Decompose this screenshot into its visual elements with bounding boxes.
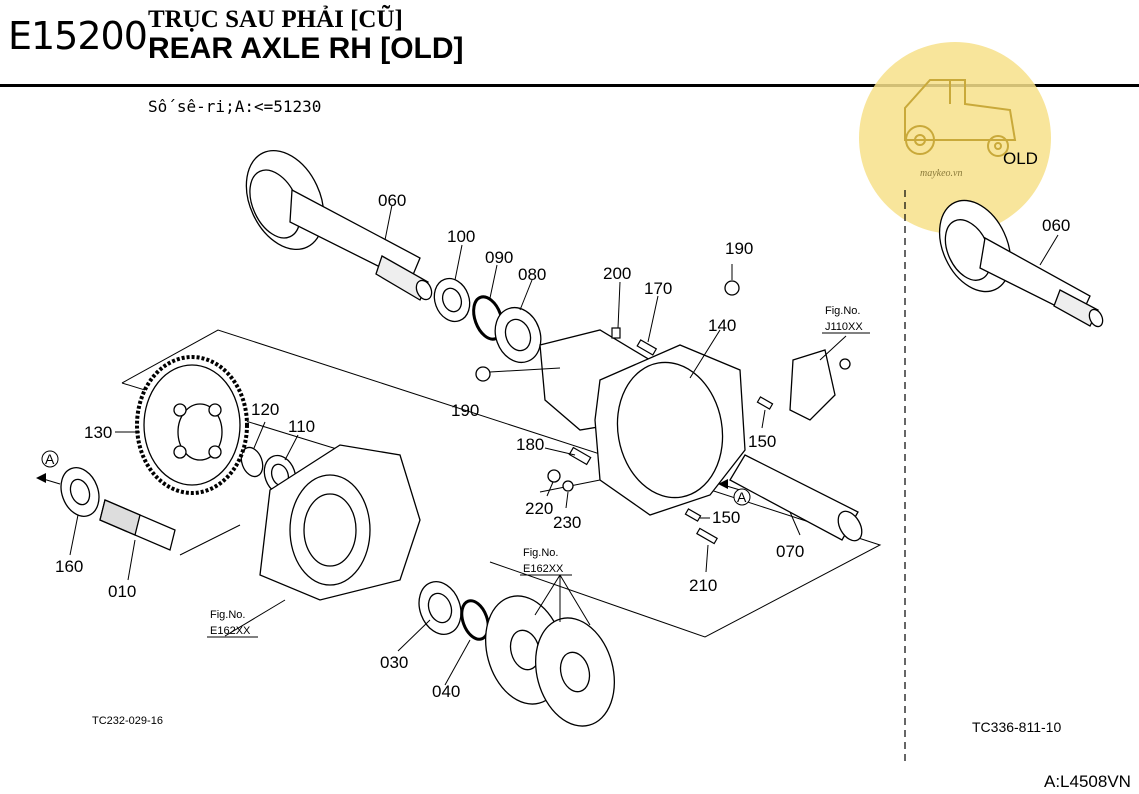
header-divider xyxy=(0,84,1139,87)
fig-ref-label: Fig.No. xyxy=(523,547,558,559)
axle-tube-070 xyxy=(729,454,863,542)
tractor-icon xyxy=(904,79,1017,157)
pin-200 xyxy=(611,327,621,339)
fig-ref-e162-b: E162XX xyxy=(210,625,251,637)
sheet-code: A:L4508VN xyxy=(1044,772,1131,791)
section-marker-a-left: A xyxy=(36,450,59,483)
part-label: 150 xyxy=(712,508,740,527)
fig-ref-j110: J110XX xyxy=(825,321,863,333)
part-label: 080 xyxy=(518,265,546,284)
title-vietnamese: TRỤC SAU PHẢI [CŨ] xyxy=(148,6,403,33)
part-label: 230 xyxy=(553,513,581,532)
part-label: 090 xyxy=(485,248,513,267)
rear-axle-shaft xyxy=(245,149,433,301)
bolt-180 xyxy=(568,446,592,466)
part-label: 030 xyxy=(380,653,408,672)
diagram-code-left: TC232-029-16 xyxy=(92,715,163,727)
part-label: 210 xyxy=(689,576,717,595)
diagram-code-right: TC336-811-10 xyxy=(972,719,1061,735)
bearing-120 xyxy=(240,446,264,478)
fig-ref-label: Fig.No. xyxy=(210,609,245,621)
part-label: 180 xyxy=(516,435,544,454)
bearing-030 xyxy=(418,581,462,635)
part-label: 220 xyxy=(525,499,553,518)
brake-discs xyxy=(484,595,616,727)
stud-150a xyxy=(756,396,774,410)
nut-220 xyxy=(547,469,561,483)
part-label: 160 xyxy=(55,557,83,576)
part-label: 170 xyxy=(644,279,672,298)
axle-housing-140 xyxy=(539,329,746,516)
watermark-text: maykeo.vn xyxy=(920,168,962,179)
part-label: 120 xyxy=(251,400,279,419)
part-label: 060 xyxy=(1042,216,1070,235)
part-label: 060 xyxy=(378,191,406,210)
fig-ref-e162-a: E162XX xyxy=(523,563,564,575)
watermark-logo: maykeo.vn xyxy=(859,42,1051,234)
part-label: 140 xyxy=(708,316,736,335)
bracket-j110 xyxy=(789,349,851,421)
part-label: 110 xyxy=(288,417,315,436)
part-label: 040 xyxy=(432,682,460,701)
svg-text:A: A xyxy=(737,489,747,505)
part-label: 190 xyxy=(725,239,753,258)
rear-axle-shaft-old xyxy=(938,199,1104,328)
part-label: 070 xyxy=(776,542,804,561)
bolt-170 xyxy=(636,339,658,356)
part-label: 150 xyxy=(748,432,776,451)
stud-150b xyxy=(684,508,702,522)
washer-230 xyxy=(562,480,574,492)
leader-lines xyxy=(39,204,1059,686)
section-code: E15200 xyxy=(8,14,148,58)
part-label: 200 xyxy=(603,264,631,283)
snap-ring-040 xyxy=(460,599,490,641)
part-label: 130 xyxy=(84,423,112,442)
gear-130 xyxy=(135,355,249,495)
section-marker-a-right: A xyxy=(718,479,751,506)
part-label: 010 xyxy=(108,582,136,601)
bearing-080 xyxy=(494,306,542,364)
fig-ref-label: Fig.No. xyxy=(825,305,860,317)
bearing-100 xyxy=(433,277,471,323)
differential-carrier xyxy=(259,444,421,601)
stud-210 xyxy=(696,527,718,545)
svg-text:A: A xyxy=(45,451,55,467)
old-label: OLD xyxy=(1003,149,1038,168)
seal-190 xyxy=(475,366,491,382)
pinion-shaft-010 xyxy=(99,499,176,551)
bearing-160 xyxy=(60,467,100,517)
plug-190 xyxy=(724,280,740,296)
part-label: 100 xyxy=(447,227,475,246)
title-english: REAR AXLE RH [OLD] xyxy=(148,32,464,65)
serial-note: Số sê-ri;A:<=51230 xyxy=(148,97,322,116)
part-label: 190 xyxy=(451,401,479,420)
